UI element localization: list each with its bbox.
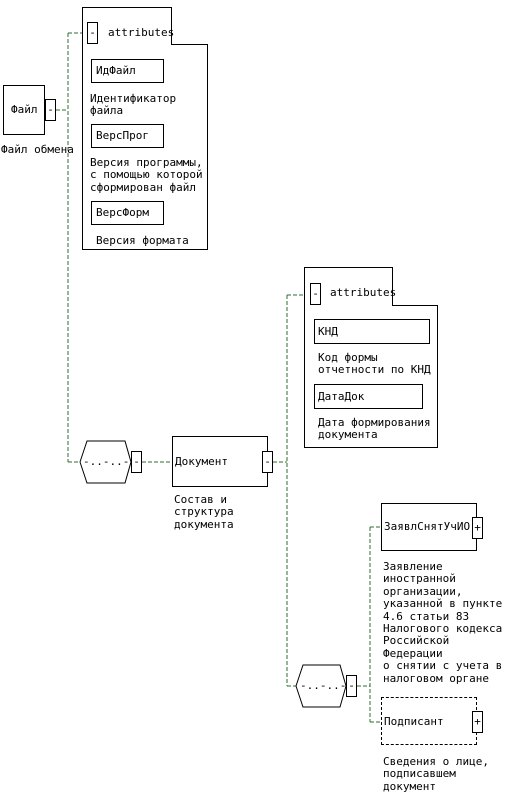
- attribute-name-idfile: ИдФайл: [96, 64, 136, 77]
- doc-attributes-toggle[interactable]: -: [310, 283, 321, 305]
- document-element-box[interactable]: [172, 436, 268, 487]
- doc-sequence-toggle[interactable]: -: [346, 675, 357, 697]
- root-collapse-toggle[interactable]: -: [45, 99, 56, 121]
- doc-attributes-header: attributes: [330, 286, 397, 299]
- attribute-name-datadok: ДатаДок: [318, 390, 365, 403]
- document-element-name: Документ: [175, 455, 228, 468]
- attribute-desc-datadok: Дата формирования документа: [318, 416, 431, 442]
- child-expand-toggle-podpisant[interactable]: +: [472, 711, 483, 733]
- attribute-desc-versform: Версия формата: [96, 234, 189, 247]
- child-element-name-podpisant: Подписант: [384, 715, 444, 728]
- attribute-box-versprog[interactable]: [91, 124, 164, 148]
- attribute-box-knd[interactable]: [314, 319, 430, 344]
- sequence-toggle[interactable]: -: [131, 451, 142, 473]
- root-element-box[interactable]: [3, 85, 45, 135]
- root-element-name: Файл: [11, 103, 38, 116]
- file-attributes-divider: [171, 44, 208, 45]
- child-element-desc-podpisant: Сведения о лице, подписавшем документ: [383, 755, 489, 793]
- child-element-name-zayavl: ЗаявлСнятУчИО: [384, 520, 471, 533]
- attribute-desc-idfile: Идентификатор файла: [90, 92, 177, 118]
- file-attributes-header: attributes: [108, 26, 175, 39]
- child-element-box-podpisant[interactable]: [381, 697, 477, 745]
- doc-attributes-divider: [392, 305, 438, 306]
- attribute-name-versprog: ВерсПрог: [96, 129, 149, 142]
- child-element-box-zayavl[interactable]: [381, 503, 477, 551]
- attribute-desc-versprog: Версия программы, с помощью которой сфор…: [90, 156, 203, 194]
- document-element-desc: Состав и структура документа: [174, 493, 234, 531]
- file-attributes-toggle[interactable]: -: [87, 22, 98, 44]
- sequence-compositor-dots: -..-..-: [83, 455, 130, 468]
- root-element-desc: Файл обмена: [1, 143, 74, 156]
- attribute-box-versform[interactable]: [91, 201, 164, 225]
- attribute-box-idfile[interactable]: [91, 59, 164, 83]
- document-collapse-toggle[interactable]: -: [262, 451, 273, 473]
- child-element-desc-zayavl: Заявление иностранной организации, указа…: [383, 560, 503, 685]
- doc-sequence-compositor-dots: -..-..-: [300, 679, 347, 692]
- attribute-name-versform: ВерсФорм: [96, 206, 149, 219]
- attribute-name-knd: КНД: [318, 325, 338, 338]
- attribute-desc-knd: Код формы отчетности по КНД: [318, 351, 431, 377]
- child-expand-toggle-zayavl[interactable]: +: [472, 517, 483, 539]
- attribute-box-datadok[interactable]: [314, 384, 423, 409]
